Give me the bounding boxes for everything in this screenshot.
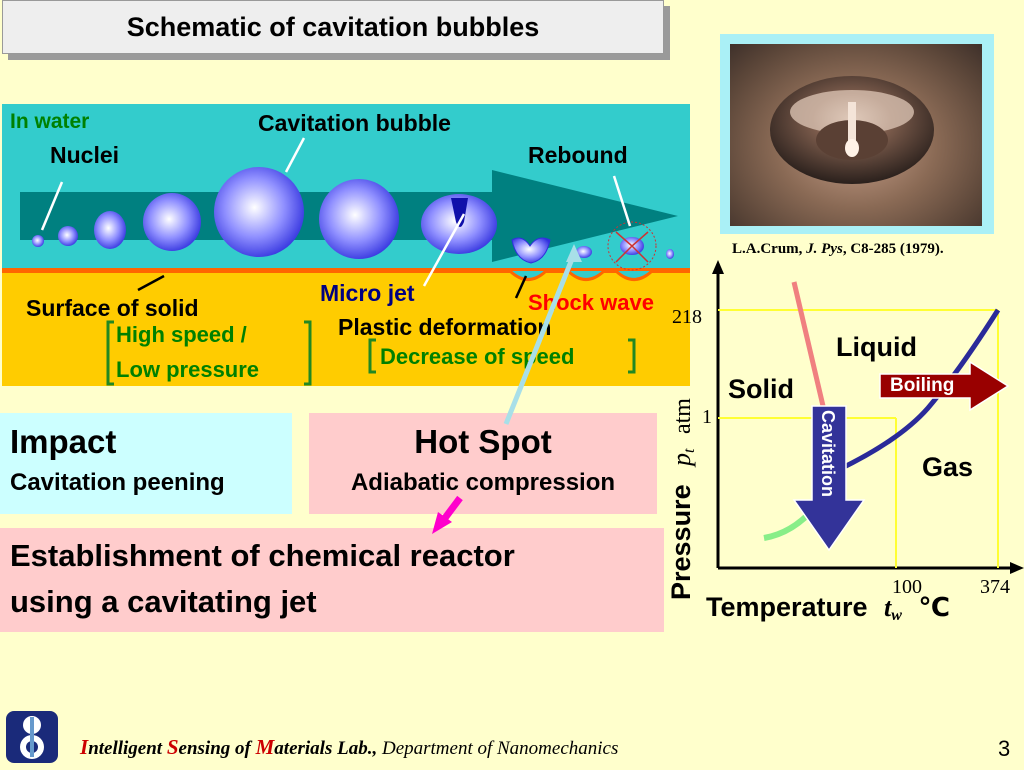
- x-label-unit: ℃: [918, 592, 950, 622]
- impact-box: Impact Cavitation peening: [0, 413, 292, 514]
- hotspot-heading: Hot Spot: [414, 423, 552, 460]
- establishment-box: Establishment of chemical reactor using …: [0, 528, 664, 632]
- photo-citation: L.A.Crum, J. Pys, C8-285 (1979).: [732, 241, 944, 258]
- lab-logo-graphic: [6, 711, 58, 763]
- dent: [508, 269, 548, 281]
- bubble: [94, 211, 126, 249]
- high-speed-label: High speed /: [116, 322, 247, 347]
- bubble-photo: [730, 44, 982, 226]
- gas-label: Gas: [922, 452, 974, 482]
- y-axis-arrow: [712, 260, 724, 274]
- vaporization-curve: [836, 308, 1001, 473]
- shock-arrows: [615, 231, 649, 263]
- tick-218: 218: [672, 306, 702, 328]
- slide-title-text: Schematic of cavitation bubbles: [126, 11, 540, 42]
- footer-m-cap: M: [255, 735, 275, 759]
- pointer-lines: [40, 137, 632, 287]
- decrease-of-speed-label: Decrease of speed: [380, 344, 575, 369]
- shock-ring: [607, 221, 657, 271]
- footer-lab-name: Intelligent Sensing of Materials Lab., D…: [80, 735, 618, 760]
- tick-1: 1: [702, 406, 712, 428]
- small-bubble: [576, 246, 592, 258]
- solid-label: Solid: [728, 374, 794, 404]
- rebound-label: Rebound: [528, 142, 628, 168]
- guide-lines: [718, 309, 999, 568]
- tick-100: 100: [892, 576, 922, 598]
- cavitation-arrow: [792, 405, 866, 552]
- footer-i-rest: ntelligent: [88, 738, 167, 759]
- y-label-pt-sub: t: [681, 448, 699, 453]
- y-label-unit: atm: [670, 398, 696, 435]
- footer-s-rest: ensing of: [178, 738, 256, 759]
- hotspot-box: Hot Spot Adiabatic compression: [309, 413, 657, 514]
- citation-author: L.A.Crum,: [732, 241, 807, 257]
- low-pressure-label: Low pressure: [116, 357, 260, 382]
- x-label-temperature: Temperature: [706, 592, 868, 622]
- bubble-photo-graphic: [770, 76, 934, 184]
- x-label-tw: t: [884, 593, 892, 622]
- magenta-arrow-head: [432, 512, 452, 534]
- y-label-pt: p: [667, 452, 696, 466]
- plastic-pointer: [514, 275, 528, 299]
- dent: [614, 269, 654, 281]
- cavitation-bubble-label: Cavitation bubble: [258, 110, 451, 136]
- boiling-label: Boiling: [890, 375, 955, 396]
- hotspot-sub: Adiabatic compression: [350, 469, 616, 496]
- footer-s-cap: S: [166, 735, 179, 759]
- tiny-bubble: [666, 249, 674, 259]
- x-axis-arrow: [1010, 562, 1024, 574]
- footer-m-rest: aterials Lab.,: [274, 738, 378, 759]
- torus-bubble: [511, 237, 551, 264]
- x-label-tw-sub: w: [891, 607, 902, 625]
- phase-diagram: 218 1 100 374 Liquid Solid Gas Boiling C…: [660, 260, 1024, 640]
- micro-jet-label: Micro jet: [320, 280, 415, 306]
- phase-diagram-graphic: [712, 260, 1024, 574]
- impact-sub: Cavitation peening: [10, 469, 225, 496]
- footer-i-cap: I: [80, 735, 89, 759]
- dent: [566, 269, 606, 281]
- nuclei-label: Nuclei: [50, 142, 120, 168]
- plastic-deformation-label: Plastic deformation: [338, 314, 552, 340]
- y-axis-label: Pressure pt atm: [666, 398, 699, 600]
- slide-title: Schematic of cavitation bubbles: [2, 0, 664, 54]
- impact-heading: Impact: [10, 423, 117, 460]
- surface-pointer: [137, 274, 165, 292]
- in-water-label: In water: [10, 110, 90, 133]
- brackets: [106, 320, 636, 386]
- nucleus-bubble: [32, 235, 44, 247]
- liquid-label: Liquid: [836, 332, 917, 362]
- surface-of-solid-label: Surface of solid: [26, 295, 199, 321]
- boiling-arrow: [879, 360, 1010, 412]
- cavitation-label: Cavitation: [818, 410, 838, 498]
- citation-ref: , C8-285 (1979).: [842, 241, 944, 257]
- citation-journal: J. Pys: [806, 241, 843, 257]
- cavitation-bubble-max: [214, 167, 304, 257]
- connector-arrowhead: [566, 244, 582, 262]
- cavitation-schematic: In water Cavitation bubble Nuclei Reboun…: [2, 104, 690, 386]
- tick-374: 374: [980, 576, 1010, 598]
- bubble: [58, 226, 78, 246]
- solid-region: [2, 270, 690, 386]
- page-number: 3: [998, 736, 1011, 761]
- hotspot-connector: [503, 253, 577, 425]
- lab-logo: [4, 709, 60, 765]
- establishment-line1: Establishment of chemical reactor: [10, 538, 515, 573]
- bubble-photo-frame: [720, 34, 994, 234]
- micro-jet-shape: [451, 198, 468, 227]
- solid-surface-line: [2, 268, 690, 273]
- bubble: [143, 193, 201, 251]
- collapsing-bubble: [319, 179, 399, 259]
- y-label-pressure: Pressure: [666, 484, 696, 600]
- establishment-line2: using a cavitating jet: [10, 584, 317, 619]
- x-axis-label: Temperature tw ℃: [706, 592, 950, 625]
- footer-dept: Department of Nanomechanics: [377, 738, 619, 759]
- schematic-graphic: [2, 104, 690, 386]
